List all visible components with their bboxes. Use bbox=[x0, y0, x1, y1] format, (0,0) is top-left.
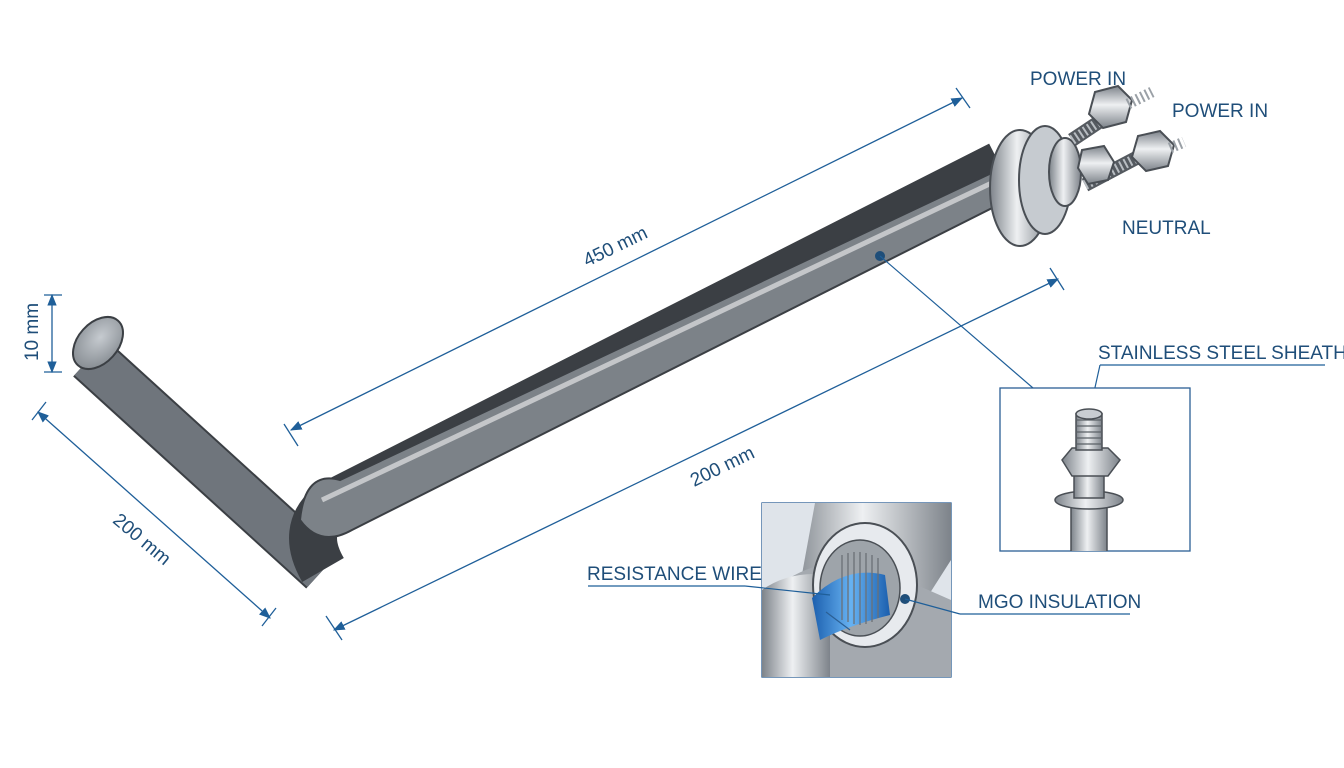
nut-lower bbox=[1130, 129, 1176, 173]
nut-upper bbox=[1087, 84, 1134, 130]
terminal-stud-upper bbox=[1068, 84, 1155, 146]
power-in-label-2: POWER IN bbox=[1172, 101, 1268, 122]
mgo-callout: MGO INSULATION bbox=[904, 592, 1141, 615]
inset-terminal-detail bbox=[999, 387, 1191, 552]
sheath-callout: STAINLESS STEEL SHEATH bbox=[875, 251, 1344, 411]
dimension-diameter-label: 10 mm bbox=[22, 303, 43, 361]
resistance-wire-label: RESISTANCE WIRE bbox=[587, 564, 762, 585]
terminal-fitting bbox=[989, 125, 1082, 247]
nut-neutral bbox=[1076, 144, 1116, 186]
tube-end-cap bbox=[72, 315, 124, 371]
dimension-long-leg-label: 450 mm bbox=[580, 223, 651, 272]
dimension-diameter: 10 mm bbox=[22, 293, 62, 374]
dimension-short-leg-label: 200 mm bbox=[108, 510, 174, 570]
dimension-long-leg-lower-label: 200 mm bbox=[687, 443, 758, 492]
resistance-wire-callout: RESISTANCE WIRE bbox=[587, 564, 831, 596]
sheath-label: STAINLESS STEEL SHEATH bbox=[1098, 343, 1344, 364]
inset-cross-section bbox=[761, 502, 952, 678]
mgo-label: MGO INSULATION bbox=[978, 592, 1141, 613]
neutral-label: NEUTRAL bbox=[1122, 218, 1211, 239]
inset-mgo-band bbox=[812, 572, 890, 640]
flange-boss bbox=[1048, 137, 1082, 207]
inset-hex-nut bbox=[1061, 447, 1121, 477]
power-in-label-1: POWER IN bbox=[1030, 69, 1126, 90]
